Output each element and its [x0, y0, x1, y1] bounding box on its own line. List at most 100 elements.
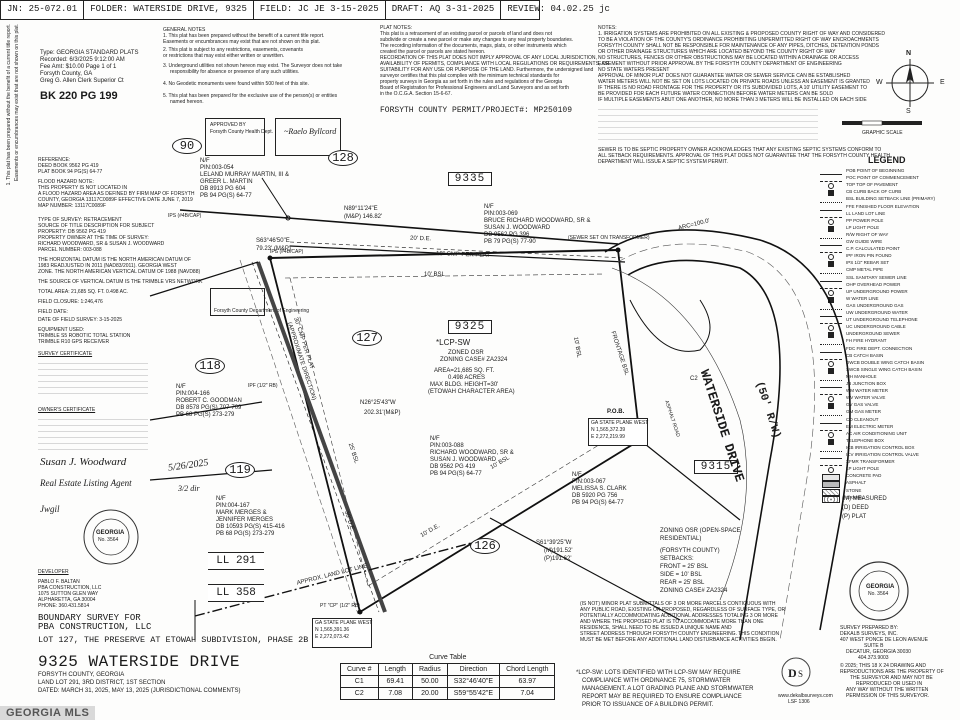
owner-line: PB 68 PG(S) 273-279: [176, 412, 235, 418]
legend-item: GV GAS VALVE: [846, 402, 879, 408]
mls-watermark: GEORGIA MLS: [0, 706, 96, 720]
south-lot-line: [359, 439, 641, 613]
legend-item: SWCB SINGLE WING CATCH BASIN: [846, 366, 922, 372]
legend-item: W WATER LINE: [846, 295, 879, 301]
owner-certificate-text: [38, 414, 148, 454]
right-note: IF THERE IS NO ROAD FRONTAGE FOR THE PRO…: [598, 85, 868, 91]
right-note: EASEMENT WITHOUT PRIOR APPROVAL BY THE F…: [598, 61, 842, 67]
engineering-stamp-text: Forsyth County Department of Engineering: [214, 308, 310, 314]
recording-clerk: Greg G. Allen Clerk Superior Ct: [40, 78, 124, 84]
general-note: or restrictions that may exist either wr…: [163, 53, 285, 59]
tie-northing: N 1,565,391.36: [315, 627, 350, 633]
waterside-drive-east-edge: [604, 229, 851, 631]
plat-note: created the parcel or parcels are stated…: [380, 49, 486, 55]
right-note: OR OTHER DRAINAGE STRUCTURES WHICH ARE L…: [598, 49, 836, 55]
owner-line: PB 94 PG(S) 64-77: [572, 500, 624, 506]
land-lot-358-label: LL 358: [208, 584, 264, 602]
legend-symbol: [820, 375, 842, 381]
general-note: Easements or encumbrances may exist that…: [163, 39, 321, 45]
zoning-right-line: FRONT = 25' BSL: [660, 564, 709, 570]
recording-book-page: BK 220 PG 199: [40, 90, 118, 102]
legend-symbol: [822, 488, 840, 496]
owner-certificate-title: OWNER'S CERTIFICATE: [38, 407, 96, 413]
developer-line: ALPHARETTA, GA 30004: [38, 597, 96, 603]
survey-certificate-title: SURVEY CERTIFICATE: [38, 351, 93, 357]
survey-type: TYPE OF SURVEY: RETRACEMENT: [38, 217, 122, 223]
company-seal: [849, 561, 909, 621]
legend-item: JB JUNCTION BOX: [846, 381, 887, 386]
legend-item: CO CLEANOUT: [846, 416, 879, 422]
right-note: NO STRUCTURES, FENCES OR OTHER OBSTRUCTI…: [598, 55, 859, 61]
curve-table-cell: 69.41: [377, 675, 413, 688]
legend-item: GRAVEL: [846, 494, 864, 500]
engineering-stamp: Forsyth County Department of Engineering: [210, 288, 309, 316]
curve-table-header: Direction: [446, 663, 501, 676]
legend-item: LP LIGHT POLE: [846, 224, 880, 230]
owner-line: ROBERT C. GOODMAN: [176, 398, 242, 404]
survey-certificate-text: [38, 358, 148, 398]
owner-line: PIN:003-067: [572, 479, 606, 485]
legend-item: R/W RIGHT OF WAY: [846, 231, 889, 237]
flood-line: A FLOOD HAZARD AREA AS DEFINED BY FIRM M…: [38, 191, 195, 197]
field-closure: FIELD CLOSURE: 1:246,476: [38, 299, 103, 305]
legend-item: WV WATER VALVE: [846, 395, 886, 401]
owner-line: PB 79 PG(S) 77-90: [484, 239, 536, 245]
title-dated: DATED: MARCH 31, 2025, MAY 13, 2025 (JUR…: [38, 688, 241, 694]
owner-line: JENNIFER MERGES: [216, 517, 274, 523]
legend-item: PP POWER POLE: [846, 217, 884, 223]
survey-line: PROPERTY OWNER AT THE TIME OF SURVEY:: [38, 235, 149, 241]
legend-symbol: [822, 474, 840, 482]
legend-item: UC UNDERGROUND CABLE: [846, 324, 906, 330]
legend-item: ICV IRRIGATION CONTROL VALVE: [846, 452, 919, 457]
surveyor-firm: DEKALB SURVEYS, INC.: [840, 631, 898, 637]
owner-line: SUSAN J. WOODWARD: [430, 457, 497, 463]
legend-symbol: [820, 240, 842, 246]
company-seal-state: GEORGIA: [866, 584, 895, 590]
legend-symbol: [820, 169, 842, 175]
south-label: S: [906, 108, 911, 115]
west-label: W: [876, 79, 883, 86]
header-bar: JN: 25-072.01 FOLDER: WATERSIDE DRIVE, 9…: [0, 0, 610, 20]
bottom-note: MUST BE MET BEFORE ANY ADDITIONAL LAND D…: [580, 637, 777, 643]
lot-90-label: 90: [172, 138, 202, 154]
flood-line: COUNTY, GEORGIA 13117C0089F EFFECTIVE DA…: [38, 197, 193, 203]
owner-line: BRUCE RICHARD WOODWARD, SR &: [484, 218, 591, 224]
owner-line: N/F: [484, 204, 494, 210]
legend-symbol: [820, 233, 842, 239]
survey-line: PROPERTY: DB 9562 PG 419: [38, 229, 106, 235]
east-label: E: [940, 79, 945, 86]
pob-easting: E 2,272,219.99: [591, 434, 625, 440]
cleanout-note: (SEWER SET ON TRANSFORMER): [568, 235, 650, 241]
legend-item: GAS UNDERGROUND GAS: [846, 302, 904, 308]
bsl-25-west: [289, 277, 369, 587]
legend-item: STONE: [846, 487, 862, 493]
bearing-north: N89°11'24"E: [344, 206, 378, 212]
curve-table-cell: 7.04: [499, 687, 556, 700]
tie-point-box: GA STATE PLANE WEST N 1,565,391.36 E 2,2…: [312, 618, 372, 648]
legend-item: ASPHALT: [846, 480, 867, 486]
bottom-note: POTENTIALLY ACCOMMODATING ADDITIONAL ADD…: [580, 613, 778, 619]
legend-symbol: [828, 183, 834, 190]
pin-pt: PT "CP" (1/2" RB): [320, 603, 360, 609]
legend-symbol: [828, 396, 834, 403]
surveyor-lsf: LSF 1306: [788, 699, 810, 705]
legend-plat: (P) PLAT: [842, 514, 867, 520]
legend-symbol: [828, 431, 834, 438]
legend-item: UT UNDERGROUND TELEPHONE: [846, 317, 918, 323]
general-note: 5. This plat has been prepared for the e…: [163, 93, 338, 99]
legend-symbol: [820, 247, 842, 254]
svg-text:S: S: [798, 669, 803, 679]
legend-item: IPF IRON PIN FOUND: [846, 253, 892, 259]
survey-line: PARCEL NUMBER: 003-088: [38, 247, 102, 253]
lot-126-label: 126: [470, 538, 500, 554]
curve-table-cell: S32°46'40"E: [446, 675, 501, 688]
developer-line: PABLO F. BALTAN: [38, 579, 80, 585]
owner-line: DB 9562 PG 419: [430, 464, 476, 470]
copyright-line: ANY WAY WITHOUT THE WRITTEN: [846, 687, 929, 693]
legend-symbol: [820, 311, 842, 317]
cmp-18-line: [289, 245, 626, 263]
legend-item: LP LIGHT POLE: [846, 466, 880, 472]
owner-line: PB 94 PG(S) 64-77: [430, 471, 482, 477]
pin-ips-1: IPS (#4B/CAP): [168, 213, 202, 219]
